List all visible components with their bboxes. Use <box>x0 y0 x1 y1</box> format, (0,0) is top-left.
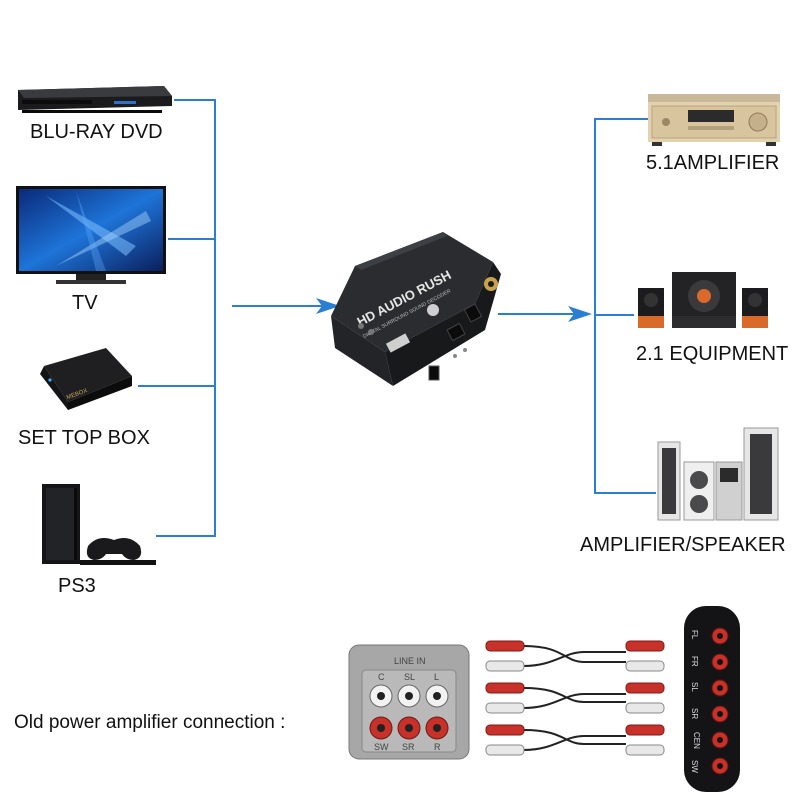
line-in-panel: LINE IN C SL L SW SR R <box>348 644 470 760</box>
equipment-21-label: 2.1 EQUIPMENT <box>636 343 789 365</box>
strip-label-fl: FL <box>690 630 699 640</box>
strip-label-sr: SR <box>690 708 699 719</box>
wire-left-trunk <box>214 99 216 537</box>
tv-label: TV <box>72 292 98 314</box>
strip-label-fr: FR <box>690 656 699 667</box>
amplifier-speaker-label: AMPLIFIER/SPEAKER <box>580 534 786 556</box>
wire-right-trunk <box>594 118 596 494</box>
hd-audio-rush-decoder: HD AUDIO RUSH DIGITAL SURROUND SOUND DEC… <box>325 226 525 392</box>
tv-image <box>16 186 166 286</box>
wire-ps3 <box>156 535 216 537</box>
wire-speaker <box>594 492 656 494</box>
bluray-player-image <box>14 82 174 116</box>
panel-top-label-l: L <box>434 672 439 682</box>
panel-bottom-label-r: R <box>434 742 441 752</box>
strip-label-cen: CEN <box>692 732 701 749</box>
strip-label-sl: SL <box>690 682 699 692</box>
settop-box-label: SET TOP BOX <box>18 427 150 449</box>
wire-bluray <box>174 99 216 101</box>
panel-bottom-label-sw: SW <box>374 742 389 752</box>
wire-amp51 <box>594 118 648 120</box>
output-arrow <box>498 304 592 324</box>
ps3-label: PS3 <box>58 575 96 597</box>
amplifier-speaker-image <box>654 427 784 522</box>
ps3-image <box>40 484 156 568</box>
wire-eq21 <box>594 314 634 316</box>
amplifier-51-image <box>648 90 782 148</box>
line-in-title: LINE IN <box>394 656 426 666</box>
rca-cables <box>484 632 666 764</box>
wire-settop <box>138 385 216 387</box>
wire-tv <box>168 238 216 240</box>
strip-label-sw: SW <box>690 760 699 773</box>
panel-top-label-sl: SL <box>404 672 415 682</box>
panel-bottom-label-sr: SR <box>402 742 415 752</box>
input-arrow <box>232 296 342 316</box>
amplifier-51-label: 5.1AMPLIFIER <box>646 152 780 174</box>
old-connection-label: Old power amplifier connection : <box>14 712 286 733</box>
output-jack-strip: FL FR SL SR CEN SW <box>682 604 742 794</box>
settop-box-image: MEBOX <box>36 346 136 412</box>
equipment-21-image <box>634 268 780 332</box>
bluray-label: BLU-RAY DVD <box>30 121 163 143</box>
panel-top-label-c: C <box>378 672 385 682</box>
